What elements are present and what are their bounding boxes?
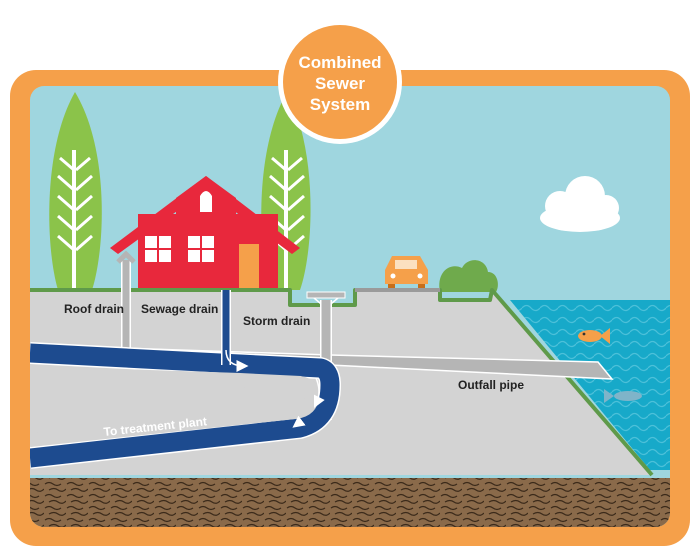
label-outfall-pipe: Outfall pipe <box>458 378 524 392</box>
water <box>510 300 670 470</box>
flow-arrow <box>292 415 306 428</box>
house-icon <box>110 176 300 290</box>
bush-icon <box>439 260 498 292</box>
street <box>355 288 440 292</box>
title-line-1: Combined <box>298 53 381 72</box>
car-icon <box>385 256 428 289</box>
title-line-3: System <box>310 95 370 114</box>
label-sewage-drain: Sewage drain <box>141 302 218 316</box>
cloud-icon <box>540 176 620 232</box>
label-roof-drain: Roof drain <box>64 302 124 316</box>
flow-arrow <box>313 377 325 409</box>
label-storm-drain: Storm drain <box>243 314 310 328</box>
flow-arrow <box>225 349 249 372</box>
tree-icon <box>49 92 102 290</box>
title-line-2: Sewer <box>315 74 365 93</box>
fish-icon <box>578 328 610 344</box>
title-badge: Combined Sewer System <box>278 20 402 144</box>
soil <box>30 478 670 527</box>
sewage-pipe <box>30 342 341 469</box>
fish-icon <box>604 389 642 403</box>
